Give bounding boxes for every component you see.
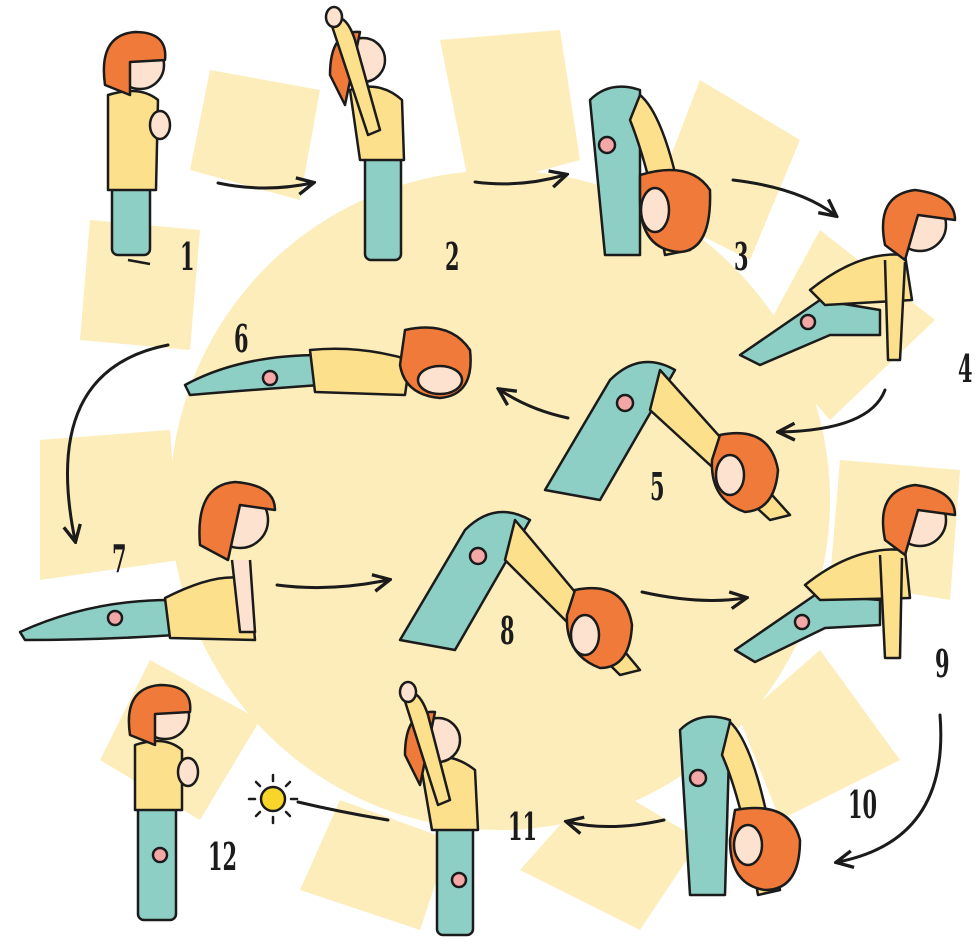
step-number-9: 9 [935, 645, 950, 683]
step-number-1: 1 [180, 238, 195, 276]
step-number-11: 11 [508, 808, 537, 846]
step-number-3: 3 [734, 238, 749, 276]
sun-icon [249, 775, 297, 823]
step-number-8: 8 [500, 612, 515, 650]
step-number-6: 6 [234, 320, 249, 358]
step-number-5: 5 [650, 468, 665, 506]
step-number-12: 12 [208, 838, 237, 876]
step-number-7: 7 [112, 540, 127, 578]
step-number-10: 10 [848, 786, 877, 824]
step-number-2: 2 [445, 238, 460, 276]
step-number-4: 4 [958, 350, 973, 388]
